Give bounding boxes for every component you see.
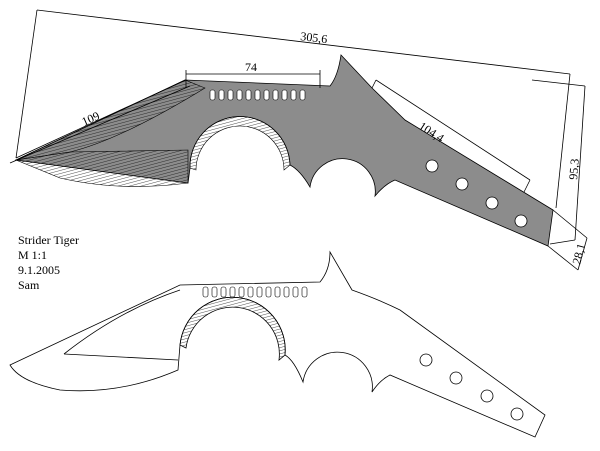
bottom-choil-serrations: [179, 296, 286, 361]
top-choil-serrations: [189, 116, 291, 171]
dim-handle-width: 28,1: [569, 242, 588, 266]
dim-spine-serration: 74: [245, 60, 257, 74]
dim-overall-length: 305,6: [300, 29, 328, 46]
top-edge-bevel-hatch: [14, 149, 189, 187]
bottom-spine-teeth: [202, 286, 308, 298]
bottom-blade-outline: [9, 250, 546, 438]
top-knife-view: 305,6 74 109 104,4 95,3 28,1: [9, 9, 588, 271]
model-name: Strider Tiger: [18, 233, 80, 247]
dim-height: 95,3: [566, 158, 582, 180]
title-block: Strider Tiger M 1:1 9.1.2005 Sam: [18, 233, 79, 293]
bottom-handle-holes: [419, 353, 524, 421]
bottom-edge-bevel-line: [63, 289, 181, 361]
author-name: Sam: [18, 278, 40, 292]
top-handle-holes: [425, 159, 528, 228]
top-spine-teeth: [209, 89, 306, 101]
bottom-knife-view: [9, 250, 546, 438]
drawing-date: 9.1.2005: [18, 263, 60, 277]
scale-label: M 1:1: [18, 248, 48, 262]
dim-edge-bevel: 109: [80, 109, 102, 129]
dimension-lines: [9, 9, 588, 271]
